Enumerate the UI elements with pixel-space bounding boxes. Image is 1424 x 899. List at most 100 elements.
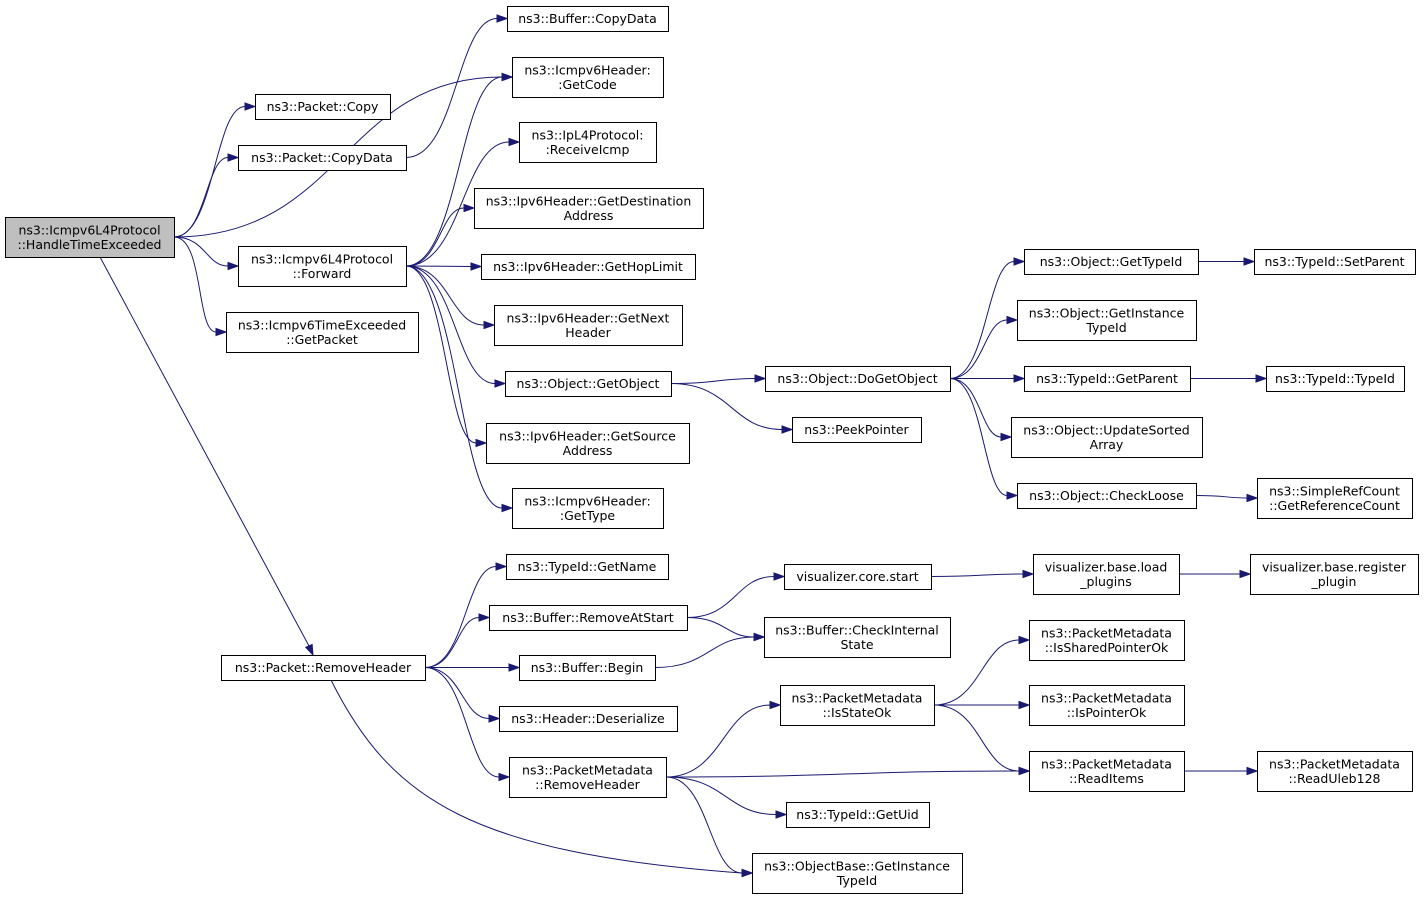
node-pm-ispointerok[interactable]: ns3::PacketMetadata::IsPointerOk [1029,685,1185,726]
node-label: ns3::Buffer::Begin [531,660,644,675]
node-buf-begin[interactable]: ns3::Buffer::Begin [519,655,656,681]
call-edge [405,18,498,158]
node-box [505,371,672,397]
node-vis-core-start[interactable]: visualizer.core.start [784,564,932,590]
node-pkt-copydata[interactable]: ns3::Packet::CopyData [238,145,407,171]
node-getrefcount[interactable]: ns3::SimpleRefCount::GetReferenceCount [1257,478,1413,519]
node-box [1266,366,1405,392]
node-tid-getname[interactable]: ns3::TypeId::GetName [506,554,669,580]
node-checkloose[interactable]: ns3::Object::CheckLoose [1017,483,1197,509]
arrowhead [1006,491,1019,500]
arrowhead [478,613,491,622]
node-gethoplimit[interactable]: ns3::Ipv6Header::GetHopLimit [481,254,696,280]
node-tid-getuid[interactable]: ns3::TypeId::GetUid [786,802,930,828]
node-label: ns3::TypeId::TypeId [1275,371,1395,386]
call-edge [949,378,1002,438]
node-tid-getparent[interactable]: ns3::TypeId::GetParent [1024,366,1191,392]
node-root[interactable]: ns3::Icmpv6L4Protocol::HandleTimeExceede… [5,217,175,258]
node-pm-issharedpointerok[interactable]: ns3::PacketMetadata::IsSharedPointerOk [1029,620,1185,661]
node-box [1257,478,1413,519]
node-box [1017,483,1197,509]
node-label: ::GetReferenceCount [1269,498,1400,513]
node-box [238,145,407,171]
arrowhead [1018,766,1031,776]
call-edge [173,236,217,333]
node-gettype[interactable]: ns3::Icmpv6Header::GetType [512,488,664,529]
node-removeheader[interactable]: ns3::Packet::RemoveHeader [221,655,426,681]
node-label: ns3::Packet::CopyData [251,150,393,165]
node-receiveicmp[interactable]: ns3::IpL4Protocol::ReceiveIcmp [519,122,657,163]
call-edge [670,383,783,430]
node-hdr-deserialize[interactable]: ns3::Header::Deserialize [499,706,678,732]
node-tid-setparent[interactable]: ns3::TypeId::SetParent [1254,249,1416,275]
node-getobject[interactable]: ns3::Object::GetObject [505,371,672,397]
arrowhead [1018,635,1031,645]
node-box [1011,417,1203,458]
node-label: Header [565,325,611,340]
node-label: State [840,637,873,652]
node-pm-readitems[interactable]: ns3::PacketMetadata::ReadItems [1029,751,1185,792]
node-box [1029,620,1185,661]
node-box [780,685,935,726]
node-label: ns3::Icmpv6Header: [524,493,650,508]
node-label: ns3::Buffer::RemoveAtStart [502,610,674,625]
call-edge [405,265,477,444]
call-edge [173,106,246,238]
node-vis-load-plugins[interactable]: visualizer.base.load_plugins [1033,554,1180,595]
node-label: ns3::Buffer::CheckInternal [775,622,939,637]
node-buf-removeatstart[interactable]: ns3::Buffer::RemoveAtStart [489,605,688,631]
node-pm-isstateok[interactable]: ns3::PacketMetadata::IsStateOk [780,685,935,726]
call-edge [670,378,756,384]
node-label: visualizer.base.register [1262,559,1407,574]
node-box [489,605,688,631]
node-box [512,488,664,529]
node-label: ::ReadItems [1069,771,1144,786]
node-box [784,564,932,590]
node-pm-removeheader[interactable]: ns3::PacketMetadata::RemoveHeader [509,757,667,798]
node-box [1254,249,1416,275]
node-tid-typeid[interactable]: ns3::TypeId::TypeId [1266,366,1405,392]
node-obj-gettypeid[interactable]: ns3::Object::GetTypeId [1024,249,1199,275]
call-edge [665,704,771,778]
node-label: ns3::PacketMetadata [522,762,653,777]
arrowhead [1013,374,1026,383]
arrowhead [508,663,521,672]
node-label: visualizer.core.start [796,569,918,584]
node-label: ns3::Ipv6Header::GetNext [507,310,670,325]
call-edge [665,776,777,815]
call-edge [173,157,229,238]
node-getcode[interactable]: ns3::Icmpv6Header::GetCode [512,57,664,98]
node-peekpointer[interactable]: ns3::PeekPointer [792,417,922,443]
call-edge [405,76,503,267]
node-forward[interactable]: ns3::Icmpv6L4Protocol::Forward [238,246,407,287]
arrowhead [508,137,521,147]
arrowhead [1239,569,1252,579]
node-dogetobject[interactable]: ns3::Object::DoGetObject [765,366,951,392]
arrowhead [1246,766,1259,776]
node-vis-register-plugin[interactable]: visualizer.base.register_plugin [1250,554,1419,595]
call-edge [686,576,775,618]
call-edge [424,667,490,719]
node-box [1250,554,1419,595]
node-box [512,57,664,98]
node-te-getpacket[interactable]: ns3::Icmpv6TimeExceeded::GetPacket [226,312,419,353]
node-label: ns3::PacketMetadata [1041,756,1172,771]
arrowhead [741,868,754,878]
node-pm-readuleb128[interactable]: ns3::PacketMetadata::ReadUleb128 [1257,751,1413,792]
node-label: ns3::Icmpv6TimeExceeded [238,317,406,332]
node-label: ns3::Packet::RemoveHeader [235,660,412,675]
node-buf-copydata[interactable]: ns3::Buffer::CopyData [507,6,669,32]
call-edge [949,378,1008,496]
node-box [765,366,951,392]
call-edge [405,141,510,267]
node-label: visualizer.base.load [1045,559,1168,574]
call-edge [665,770,1020,778]
node-pkt-copy[interactable]: ns3::Packet::Copy [255,94,391,120]
